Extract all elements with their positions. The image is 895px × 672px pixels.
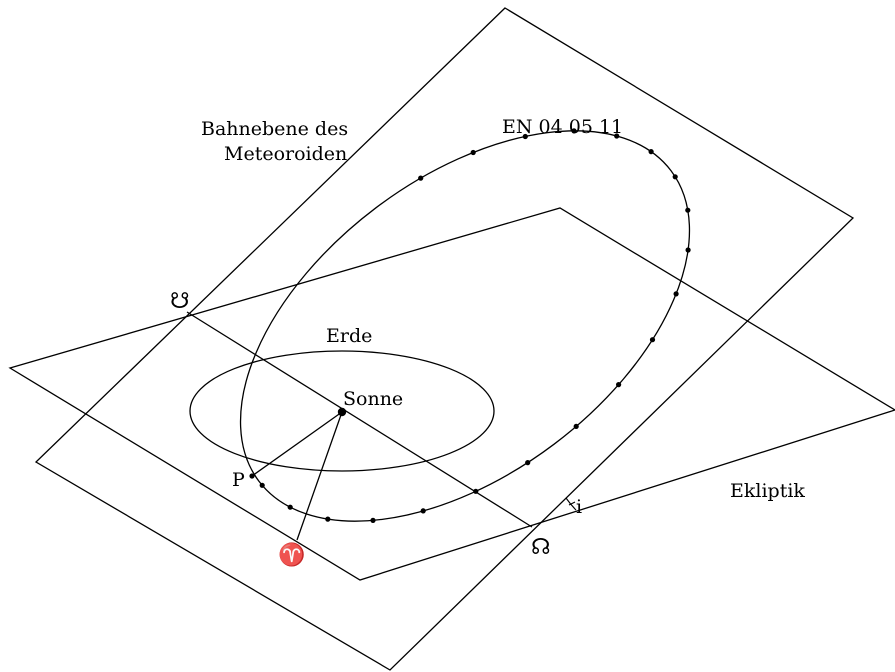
orbit-observation-point [672, 174, 678, 180]
earth-label: Erde [326, 325, 372, 347]
inclination-label: i [576, 496, 582, 518]
vernal-equinox-line [296, 411, 343, 541]
orbit-observation-point [573, 423, 579, 429]
orbit-observation-point [473, 488, 479, 494]
orbit-observation-point [685, 207, 691, 213]
inclination-tick [568, 501, 576, 506]
orbit-observation-point [470, 149, 476, 156]
orbit-observation-point [616, 382, 622, 388]
perihelion-label: P [232, 469, 245, 491]
orbit-plane [34, 7, 855, 671]
orbit-observation-point [325, 516, 331, 522]
ecliptic-label: Ekliptik [730, 480, 805, 502]
orbit-observation-point [673, 291, 679, 297]
orbit-observation-point [522, 133, 528, 140]
orbit-observation-point [571, 128, 577, 134]
orbit-observation-point [525, 460, 531, 466]
perihelion-marker [249, 473, 255, 479]
perihelion-line [251, 411, 343, 477]
orbit-observation-point [418, 175, 424, 181]
vernal-equinox-symbol: ♈ [278, 542, 305, 568]
ecliptic-plane [8, 207, 895, 581]
orbit-observation-point [370, 517, 376, 524]
sun-label: Sonne [343, 388, 403, 410]
orbit-plane-label-line1: Bahnebene des [201, 118, 348, 140]
orbit-observation-point [259, 482, 265, 488]
sun-marker [337, 407, 347, 417]
orbit-observation-point [614, 133, 620, 139]
orbit-observation-point [648, 149, 654, 155]
orbit-observation-points [259, 128, 691, 524]
meteoroid-orbit [239, 130, 691, 522]
orbit-observation-point [420, 508, 426, 514]
orbit-observation-point [649, 337, 656, 343]
orbit-observation-point [685, 247, 691, 253]
event-label: EN 04 05 11 [502, 116, 623, 138]
earth-orbit [189, 350, 495, 472]
descending-node-symbol: ☋ [170, 289, 190, 314]
orbit-plane-label-line2: Meteoroiden [224, 143, 347, 165]
ascending-node-symbol: ☊ [531, 535, 551, 560]
orbit-observation-point [287, 504, 293, 510]
